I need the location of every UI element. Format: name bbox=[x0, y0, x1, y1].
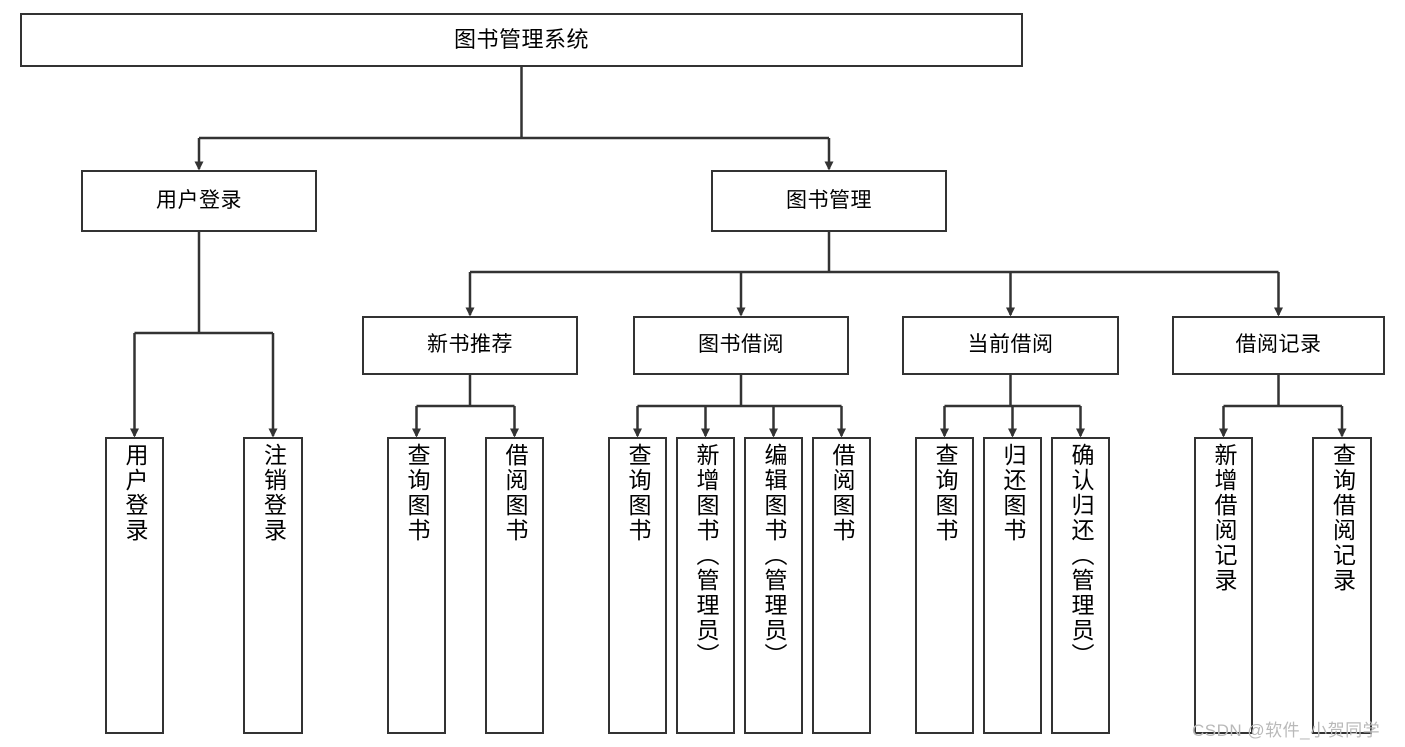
node-book-borrow[interactable]: 图书借阅 bbox=[633, 316, 849, 375]
node-label: 编辑图书（管理员） bbox=[761, 443, 787, 668]
node-leaf-return-book[interactable]: 归还图书 bbox=[983, 437, 1042, 734]
node-leaf-user-login[interactable]: 用户登录 bbox=[105, 437, 164, 734]
node-label: 查询图书 bbox=[932, 443, 958, 543]
node-label: 图书管理系统 bbox=[453, 27, 589, 53]
node-label: 确认归还（管理员） bbox=[1068, 443, 1094, 668]
edge-group bbox=[130, 67, 1347, 438]
node-leaf-edit-book[interactable]: 编辑图书（管理员） bbox=[744, 437, 803, 734]
node-label: 新书推荐 bbox=[427, 333, 513, 357]
node-leaf-borrow-book-2[interactable]: 借阅图书 bbox=[812, 437, 871, 734]
node-current-borrow[interactable]: 当前借阅 bbox=[902, 316, 1119, 375]
node-label: 当前借阅 bbox=[967, 333, 1054, 357]
node-label: 借阅图书 bbox=[502, 443, 528, 543]
node-label: 用户登录 bbox=[156, 188, 242, 212]
node-label: 查询图书 bbox=[404, 443, 430, 543]
node-label: 借阅记录 bbox=[1235, 333, 1322, 357]
node-new-book-rec[interactable]: 新书推荐 bbox=[362, 316, 578, 375]
watermark-label: CSDN @软件_小贺同学 bbox=[1192, 721, 1381, 740]
node-label: 借阅图书 bbox=[829, 443, 855, 543]
node-borrow-record[interactable]: 借阅记录 bbox=[1172, 316, 1385, 375]
node-leaf-add-book[interactable]: 新增图书（管理员） bbox=[676, 437, 735, 734]
node-leaf-query-book-2[interactable]: 查询图书 bbox=[608, 437, 667, 734]
node-leaf-confirm-return[interactable]: 确认归还（管理员） bbox=[1051, 437, 1110, 734]
node-leaf-query-book-1[interactable]: 查询图书 bbox=[387, 437, 446, 734]
node-leaf-query-record[interactable]: 查询借阅记录 bbox=[1312, 437, 1372, 734]
node-label: 注销登录 bbox=[260, 443, 287, 543]
node-leaf-add-record[interactable]: 新增借阅记录 bbox=[1194, 437, 1253, 734]
node-root[interactable]: 图书管理系统 bbox=[20, 13, 1023, 67]
node-leaf-borrow-book-1[interactable]: 借阅图书 bbox=[485, 437, 544, 734]
node-label: 归还图书 bbox=[1000, 443, 1026, 543]
node-label: 用户登录 bbox=[122, 443, 148, 543]
node-label: 图书借阅 bbox=[698, 333, 784, 357]
node-leaf-query-book-3[interactable]: 查询图书 bbox=[915, 437, 974, 734]
node-leaf-logout[interactable]: 注销登录 bbox=[243, 437, 303, 734]
node-label: 新增图书（管理员） bbox=[693, 443, 719, 668]
node-book-manage[interactable]: 图书管理 bbox=[711, 170, 947, 232]
node-user-login[interactable]: 用户登录 bbox=[81, 170, 317, 232]
node-label: 新增借阅记录 bbox=[1211, 443, 1237, 593]
node-label: 查询借阅记录 bbox=[1329, 443, 1356, 593]
node-label: 图书管理 bbox=[786, 188, 872, 212]
node-label: 查询图书 bbox=[625, 443, 651, 543]
